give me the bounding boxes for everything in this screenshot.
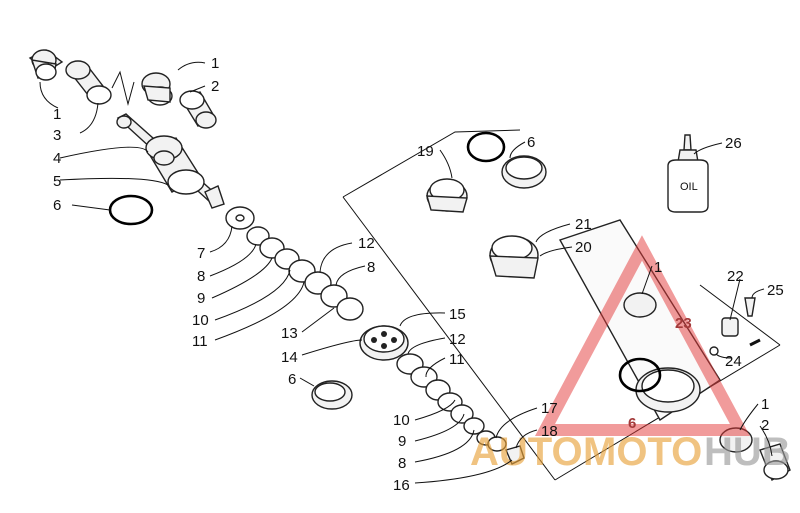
callout-16: 16 <box>393 477 410 494</box>
callout-23: 23 <box>675 315 692 332</box>
shock-body <box>558 219 721 422</box>
reservoir-valve <box>709 297 761 356</box>
callout-10: 10 <box>393 412 410 429</box>
oil-label: OIL <box>680 181 698 193</box>
callout-6: 6 <box>288 371 296 388</box>
callout-24: 24 <box>725 353 742 370</box>
svg-text:MOTO: MOTO <box>583 430 702 474</box>
seal-head-19 <box>426 178 468 213</box>
bushing-top-right <box>141 72 173 106</box>
bushing-top-left <box>28 49 64 81</box>
callout-11: 11 <box>449 351 465 368</box>
callout-8: 8 <box>398 455 406 472</box>
sleeve-2 <box>179 90 217 129</box>
o-ring-left <box>108 194 154 226</box>
callout-10: 10 <box>192 312 209 329</box>
callout-11: 11 <box>192 333 208 350</box>
callout-2: 2 <box>211 78 219 95</box>
piston <box>359 325 409 361</box>
callout-12: 12 <box>358 235 375 252</box>
callout-9: 9 <box>398 433 406 450</box>
callout-4: 4 <box>53 150 61 167</box>
callout-2: 2 <box>761 417 769 434</box>
callout-22: 22 <box>727 268 744 285</box>
callout-7: 7 <box>197 245 205 262</box>
callout-6: 6 <box>628 415 636 432</box>
callout-9: 9 <box>197 290 205 307</box>
wear-band-6b <box>501 155 547 189</box>
watermark-logo: AUTO MOTO HUB <box>470 235 791 474</box>
callout-1: 1 <box>761 396 769 413</box>
callout-1: 1 <box>654 259 662 276</box>
sleeve-3 <box>65 60 112 105</box>
callout-5: 5 <box>53 173 61 190</box>
callout-12: 12 <box>449 331 466 348</box>
callout-6: 6 <box>527 134 535 151</box>
callout-13: 13 <box>281 325 298 342</box>
o-ring-mid <box>466 131 506 163</box>
callout-1: 1 <box>211 55 219 72</box>
callout-18: 18 <box>541 423 558 440</box>
callout-6: 6 <box>53 197 61 214</box>
svg-text:HUB: HUB <box>704 430 791 474</box>
callout-26: 26 <box>725 135 742 152</box>
callout-25: 25 <box>767 282 784 299</box>
wear-band-6 <box>311 380 353 410</box>
valve-stack-right <box>396 353 525 465</box>
callout-17: 17 <box>541 400 558 417</box>
cylinder-bushing-21 <box>489 235 539 279</box>
callout-1: 1 <box>53 106 61 123</box>
valve-stack-left <box>225 206 364 321</box>
oil-bottle: OIL <box>667 134 709 213</box>
callout-labels: 1 2 1 3 4 5 6 7 8 9 10 11 12 8 13 14 15 … <box>53 55 784 494</box>
callout-14: 14 <box>281 349 298 366</box>
leader-lines <box>39 61 773 484</box>
svg-text:AUTO: AUTO <box>470 430 583 474</box>
callout-15: 15 <box>449 306 466 323</box>
callout-3: 3 <box>53 127 61 144</box>
callout-20: 20 <box>575 239 592 256</box>
rod-seal-head <box>145 135 205 195</box>
callout-21: 21 <box>575 216 592 233</box>
callout-8: 8 <box>197 268 205 285</box>
callout-8: 8 <box>367 259 375 276</box>
callout-19: 19 <box>417 143 434 160</box>
